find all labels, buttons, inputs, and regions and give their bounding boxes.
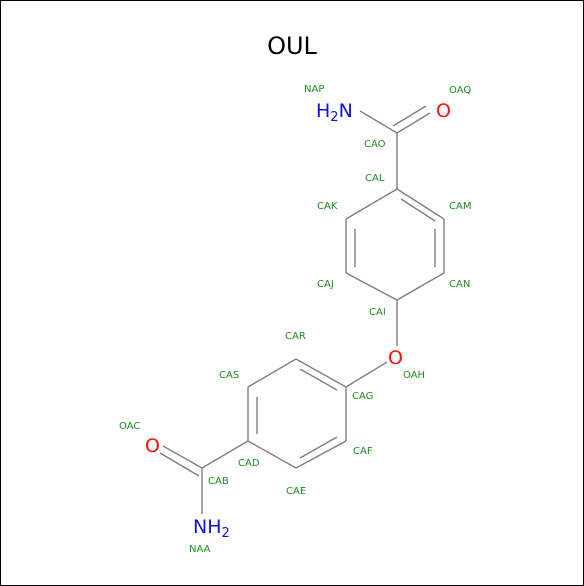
atom-label-cas: CAS xyxy=(219,370,239,381)
bond-inner xyxy=(299,436,338,459)
heteroatom-layer: O H2N O O NH2 xyxy=(145,100,451,541)
bond xyxy=(295,358,347,388)
bond xyxy=(162,445,203,469)
bond xyxy=(295,440,347,469)
nitrogen-amide-bottom: NH2 xyxy=(193,516,230,541)
atom-label-nap: NAP xyxy=(304,84,324,95)
atom-label-cai: CAI xyxy=(369,307,386,318)
bond xyxy=(247,440,297,469)
nh2-top-h: H xyxy=(316,100,330,122)
nh2-top-n: N xyxy=(339,100,353,122)
atom-label-caj: CAJ xyxy=(317,279,334,290)
molecule-title: OUL xyxy=(267,32,317,60)
bond xyxy=(345,188,398,220)
atom-label-caf: CAF xyxy=(353,446,373,457)
atom-label-car: CAR xyxy=(285,331,306,342)
bond xyxy=(201,440,249,469)
bond xyxy=(392,105,427,127)
nitrogen-amide-top: H2N xyxy=(316,100,353,125)
atom-label-cao: CAO xyxy=(364,139,386,150)
bond xyxy=(396,272,445,301)
atom-label-cab: CAB xyxy=(208,476,229,487)
atom-label-cam: CAM xyxy=(449,201,471,212)
bond xyxy=(159,452,200,477)
atom-label-cad: CAD xyxy=(238,458,260,469)
bond xyxy=(396,188,445,220)
oxygen-ether: O xyxy=(388,347,403,369)
oxygen-carbonyl-bottom: O xyxy=(145,435,160,457)
bond xyxy=(345,361,388,388)
bond xyxy=(396,112,431,134)
bond xyxy=(345,272,398,301)
nh2-top-subscript: 2 xyxy=(330,110,338,125)
atom-label-oaq: OAQ xyxy=(449,85,471,96)
atom-label-can: CAN xyxy=(449,279,470,290)
bond xyxy=(359,110,398,134)
atom-label-cag: CAG xyxy=(352,391,373,402)
atom-label-cae: CAE xyxy=(286,486,306,497)
atom-label-oac: OAC xyxy=(119,421,140,432)
oxygen-carbonyl-top: O xyxy=(436,100,451,122)
atom-label-cak: CAK xyxy=(317,201,338,212)
nh2-bottom-nh: NH xyxy=(193,516,222,538)
bond-layer xyxy=(159,105,445,514)
nh2-bottom-subscript: 2 xyxy=(222,526,230,541)
atom-label-oah: OAH xyxy=(403,370,425,381)
bond-inner xyxy=(299,368,338,391)
bond xyxy=(247,358,297,388)
atom-label-naa: NAA xyxy=(189,544,211,555)
atom-label-cal: CAL xyxy=(365,173,385,184)
bond-inner xyxy=(400,198,436,222)
